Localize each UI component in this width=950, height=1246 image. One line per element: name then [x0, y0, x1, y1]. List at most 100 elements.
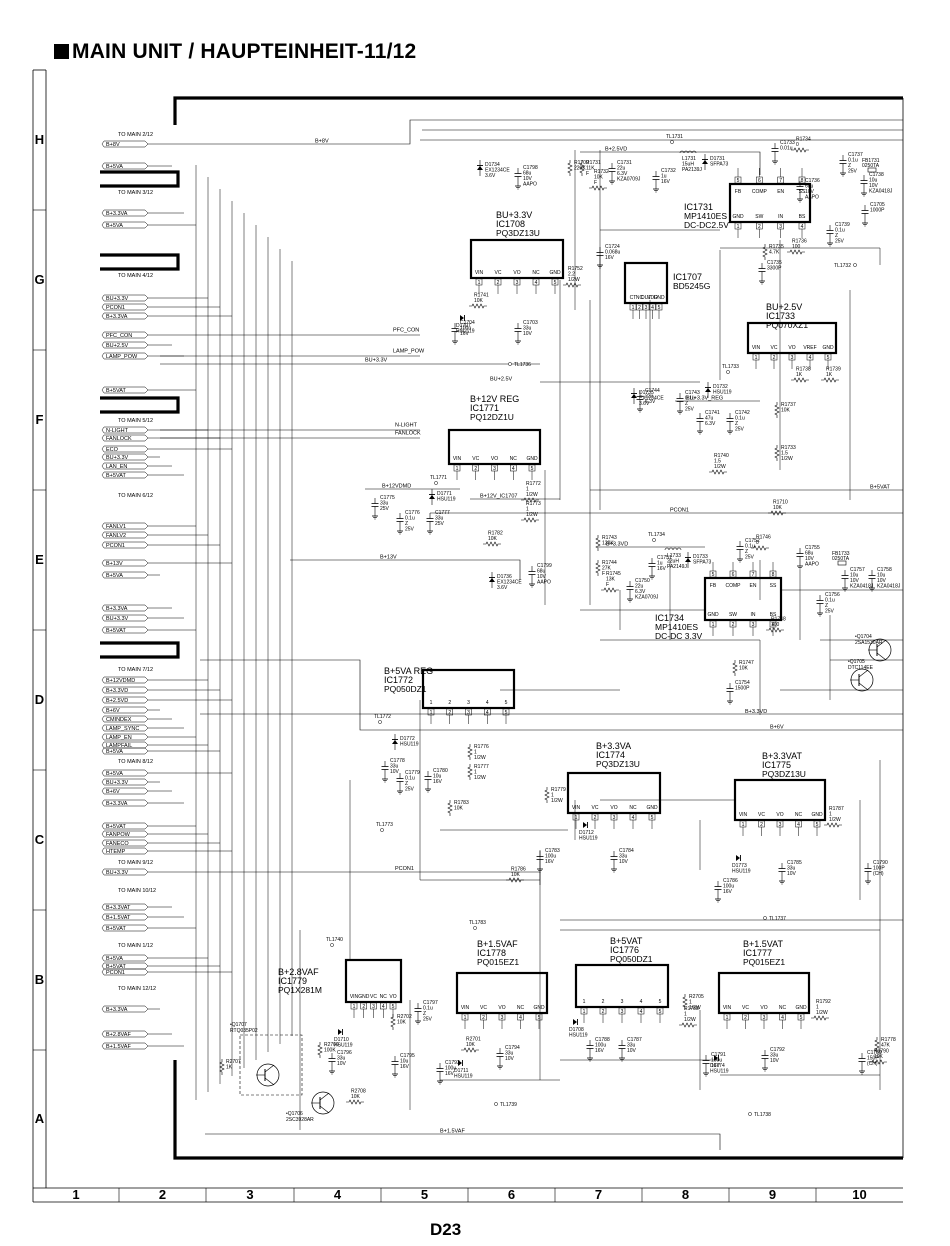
component-value: 0	[796, 142, 799, 148]
ic-pin-name: BS	[799, 214, 806, 220]
ic-pin-number: 2	[638, 305, 641, 311]
component-value: 0.1u	[685, 396, 695, 402]
ic-pin-name: VREF	[803, 345, 816, 351]
component-value: HSU119	[437, 497, 456, 503]
component-value: 10V	[869, 183, 879, 189]
ic-pin-number: 3	[493, 466, 496, 472]
component-value: 16V	[711, 1063, 721, 1069]
ground-icon	[649, 572, 655, 580]
ic-pin-number: 5	[505, 710, 508, 716]
ic-pin-name: VC	[495, 270, 502, 276]
ic-pin-number: 5	[554, 280, 557, 286]
component-ref: C1704	[460, 320, 475, 326]
component-value: Z	[735, 421, 738, 427]
component-value: 0.1u	[745, 544, 755, 550]
row-zone-h: H	[35, 132, 44, 147]
ic-pin-number: 3	[763, 1015, 766, 1021]
column-zone-1: 1	[72, 1187, 79, 1202]
ic-pin-number: 8	[801, 178, 804, 184]
ground-icon	[427, 527, 433, 535]
component-ref: D1733	[693, 554, 708, 560]
port-bu-3-3v: BU+3.3V	[101, 614, 184, 622]
component-ref: R1792	[816, 999, 831, 1005]
component-value: 1	[816, 1005, 819, 1011]
component-ref: C1779	[405, 770, 420, 776]
ic-pin-name: VIN	[723, 1005, 732, 1011]
ground-icon	[627, 595, 633, 603]
ic-pin-name: NC	[380, 994, 388, 1000]
port-label: FANPOW	[106, 832, 131, 838]
component-ref: C1777	[435, 510, 450, 516]
net-label-b5vat: B+5VAT	[870, 485, 890, 491]
component-value: (CH)	[867, 1061, 878, 1067]
port-label: FANLV1	[106, 524, 126, 530]
component-ref: C1795	[400, 1053, 415, 1059]
component-value: 10u	[869, 178, 878, 184]
ic-pin-name: GND	[533, 1005, 545, 1011]
port-label: BU+3.3V	[106, 780, 128, 786]
component-value: 6.3V	[617, 171, 628, 177]
port-label: BU+2.5V	[106, 343, 128, 349]
row-zone-a: A	[35, 1111, 45, 1126]
ic-pin-number: 3	[467, 710, 470, 716]
component-value: 25V	[745, 555, 755, 561]
component-value: Z	[685, 401, 688, 407]
port-label: BU+3.3V	[106, 616, 128, 622]
ic-pin-number: 3	[779, 224, 782, 230]
ic-pin-number: 4	[512, 466, 515, 472]
test-point-label: TL1734	[648, 532, 665, 538]
test-point-tl1733: TL1733	[722, 364, 739, 374]
port-eco: ECO	[101, 445, 232, 453]
ic-pin-name: NC	[636, 295, 644, 301]
component-value: HSU119	[569, 1033, 588, 1039]
row-zone-f: F	[36, 412, 44, 427]
net-label-pcon1: PCON1	[395, 866, 414, 872]
ic-pin-number: 3	[645, 305, 648, 311]
component-value: 6.3V	[635, 589, 646, 595]
ic-pin-name: GND	[822, 345, 834, 351]
ic-role-label: B+5VA REG	[384, 666, 433, 676]
ground-icon	[759, 277, 765, 285]
port-bu-2-5v: BU+2.5V	[101, 341, 172, 349]
component-ref: C1797	[423, 1000, 438, 1006]
ic-pin-number: 3	[501, 1015, 504, 1021]
component-value: 0.1u	[825, 598, 835, 604]
port-label: BU+3.3V	[106, 870, 128, 876]
ic-pin-name: FB	[735, 189, 742, 195]
component-value: 10K	[781, 408, 791, 414]
ic-pin-name: COMP	[726, 583, 742, 589]
port-b-5va: B+5VA	[101, 747, 220, 755]
component-value: 1	[689, 1000, 692, 1006]
ground-icon	[372, 512, 378, 520]
column-zone-8: 8	[682, 1187, 689, 1202]
component-ref: C1755	[805, 545, 820, 551]
ic-ref-label: IC1774	[596, 750, 625, 760]
ic-pin-number: 5	[538, 1015, 541, 1021]
port-label: B+5VA	[106, 223, 123, 229]
port-b-6v: B+6V	[101, 787, 172, 795]
component-ref: FB1733	[832, 551, 850, 557]
ic-part-label: PQ015EZ1	[743, 957, 785, 967]
component-ref: C1792	[770, 1047, 785, 1053]
port-b-5vat: B+5VAT	[101, 626, 196, 634]
component-ref: R1738	[796, 367, 811, 373]
component-value: 10V	[850, 578, 860, 584]
component-value: 1	[829, 812, 832, 818]
ic-pin-number: 2	[482, 1015, 485, 1021]
ic-pin-number: 7	[752, 572, 755, 578]
